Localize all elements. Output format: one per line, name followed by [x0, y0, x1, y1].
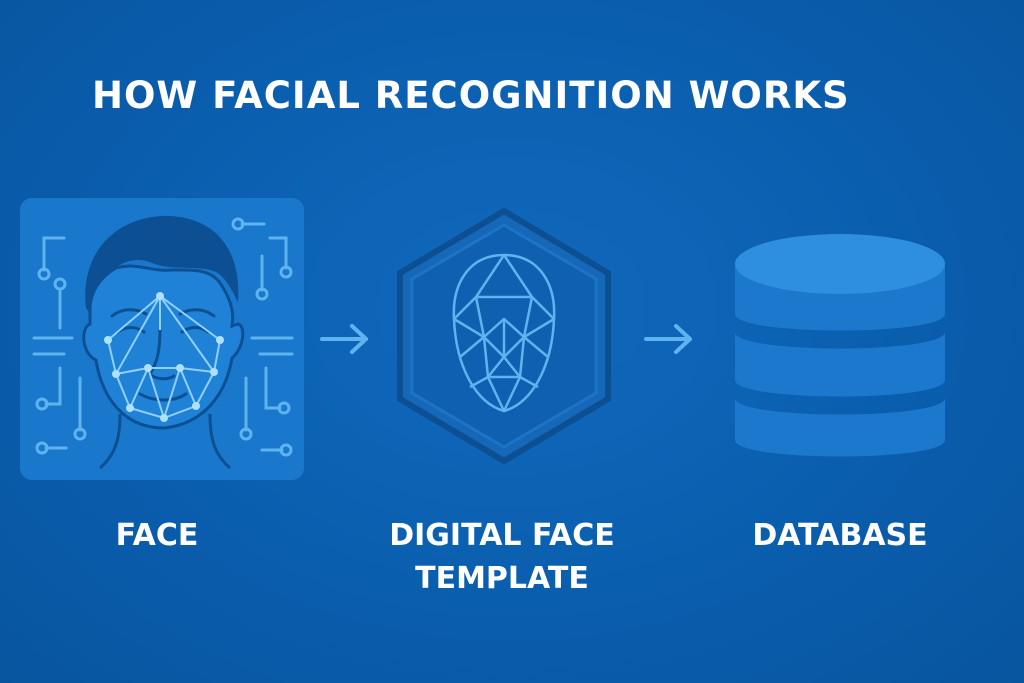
database-panel [731, 230, 949, 477]
database-cylinder-icon [735, 234, 945, 457]
step-label-database: DATABASE [752, 518, 928, 553]
arrow-right-icon [318, 322, 372, 356]
arrow-right-icon [642, 322, 696, 356]
page-title: HOW FACIAL RECOGNITION WORKS [92, 74, 850, 117]
step-label-template-line1: DIGITAL FACE [389, 518, 615, 553]
face-scan-panel [20, 198, 304, 480]
face-template-panel [394, 207, 614, 465]
face-mesh-hexagon-icon [397, 207, 611, 465]
step-label-template-line2: TEMPLATE [415, 561, 589, 596]
step-label-face: FACE [115, 518, 199, 553]
face-scan-icon [20, 198, 304, 480]
